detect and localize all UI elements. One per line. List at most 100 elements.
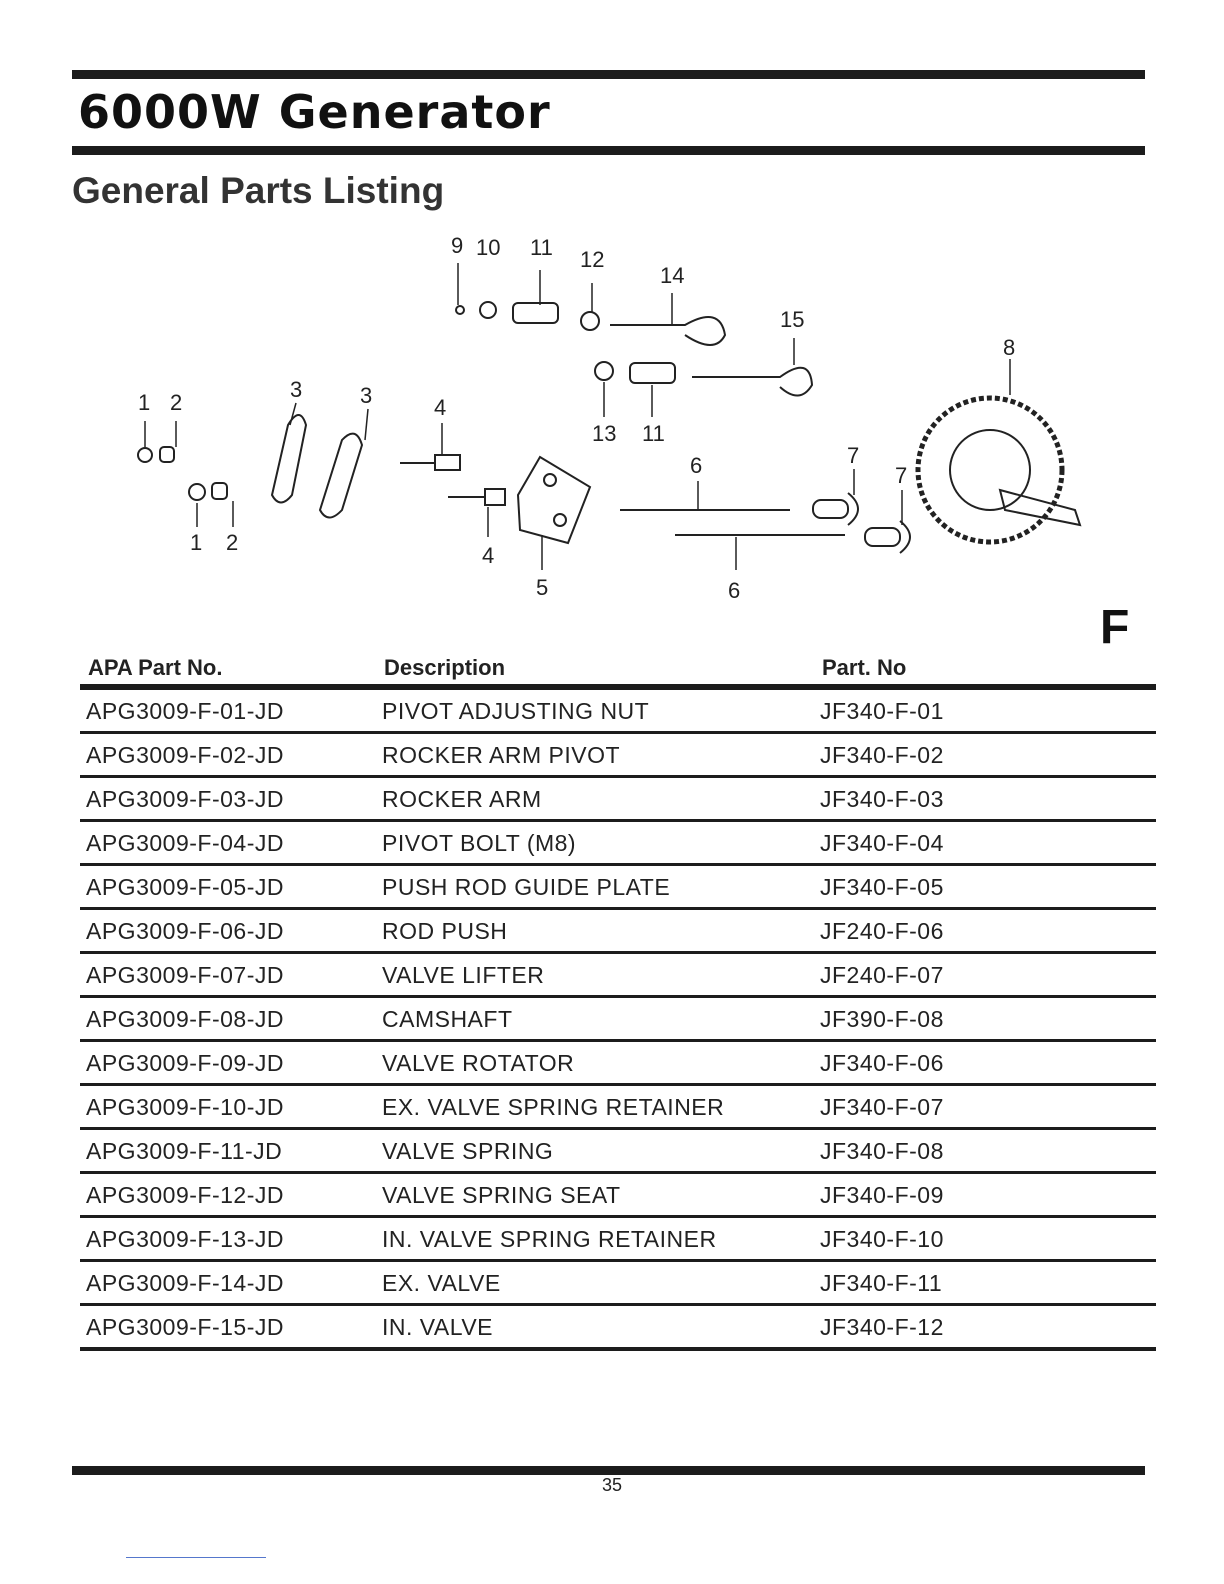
intake-spring-retainer-drawing xyxy=(594,361,614,381)
exhaust-spring-retainer-drawing xyxy=(479,301,497,319)
valve-lifter-lower-drawing xyxy=(864,520,911,554)
cell-apa-part-no: APG3009-F-05-JD xyxy=(80,864,376,910)
cell-apa-part-no: APG3009-F-14-JD xyxy=(80,1260,376,1306)
callout-12: 12 xyxy=(580,247,604,272)
cell-description: ROD PUSH xyxy=(376,908,814,954)
cell-description: EX. VALVE xyxy=(376,1260,814,1306)
exhaust-valve-drawing xyxy=(610,316,727,346)
valve-lifter-upper-drawing xyxy=(812,492,859,526)
cell-apa-part-no: APG3009-F-08-JD xyxy=(80,996,376,1042)
cell-part-no: JF340-F-01 xyxy=(814,687,1156,734)
cell-description: IN. VALVE SPRING RETAINER xyxy=(376,1216,814,1262)
callout-5: 5 xyxy=(536,575,548,600)
cell-apa-part-no: APG3009-F-04-JD xyxy=(80,820,376,866)
pivot-nut-upper-drawing xyxy=(137,446,175,463)
cell-part-no: JF240-F-06 xyxy=(814,908,1156,954)
cell-description: PIVOT BOLT (M8) xyxy=(376,820,814,866)
cell-part-no: JF390-F-08 xyxy=(814,996,1156,1042)
header-apa-part-no: APA Part No. xyxy=(80,650,376,690)
cell-description: VALVE ROTATOR xyxy=(376,1040,814,1086)
page-number: 35 xyxy=(601,1475,623,1495)
cell-part-no: JF340-F-05 xyxy=(814,864,1156,910)
callout-3a: 3 xyxy=(290,377,302,402)
callout-7b: 7 xyxy=(895,463,907,488)
valve-spring-upper-drawing xyxy=(512,302,559,324)
header-row: APA Part No. Description Part. No xyxy=(80,650,1156,690)
cell-apa-part-no: APG3009-F-10-JD xyxy=(80,1084,376,1130)
valve-spring-seat-drawing xyxy=(580,311,600,331)
guide-plate-drawing xyxy=(516,455,592,545)
cell-part-no: JF340-F-11 xyxy=(814,1260,1156,1306)
pivot-bolt-lower-drawing xyxy=(448,488,506,506)
cell-description: ROCKER ARM xyxy=(376,776,814,822)
cell-description: PIVOT ADJUSTING NUT xyxy=(376,687,814,734)
diagram-drawings xyxy=(137,301,1082,554)
cell-apa-part-no: APG3009-F-01-JD xyxy=(80,687,376,734)
cell-apa-part-no: APG3009-F-15-JD xyxy=(80,1304,376,1351)
cell-description: PUSH ROD GUIDE PLATE xyxy=(376,864,814,910)
valve-spring-lower-drawing xyxy=(629,362,676,384)
cell-part-no: JF340-F-06 xyxy=(814,1040,1156,1086)
pivot-nut-lower-drawing xyxy=(188,482,228,501)
rocker-arm-left-drawing xyxy=(270,414,308,504)
callout-6a: 6 xyxy=(690,453,702,478)
parts-table: APA Part No. Description Part. No APG300… xyxy=(80,650,1156,1351)
valve-rotator-drawing xyxy=(455,305,465,315)
callout-11a: 11 xyxy=(530,235,553,260)
cell-apa-part-no: APG3009-F-06-JD xyxy=(80,908,376,954)
section-subtitle: General Parts Listing xyxy=(72,170,445,211)
cell-part-no: JF340-F-02 xyxy=(814,732,1156,778)
cell-apa-part-no: APG3009-F-02-JD xyxy=(80,732,376,778)
title-rule xyxy=(72,146,1145,155)
callout-14: 14 xyxy=(660,263,684,288)
cell-description: VALVE SPRING SEAT xyxy=(376,1172,814,1218)
callout-8: 8 xyxy=(1003,335,1015,360)
cell-apa-part-no: APG3009-F-03-JD xyxy=(80,776,376,822)
page-title: 6000W Generator xyxy=(78,85,551,139)
cell-description: IN. VALVE xyxy=(376,1304,814,1351)
callout-3b: 3 xyxy=(360,383,372,408)
pivot-bolt-upper-drawing xyxy=(400,454,461,471)
callout-9: 9 xyxy=(451,233,463,258)
cell-part-no: JF240-F-07 xyxy=(814,952,1156,998)
cell-part-no: JF340-F-12 xyxy=(814,1304,1156,1351)
cell-part-no: JF340-F-10 xyxy=(814,1216,1156,1262)
cell-part-no: JF340-F-09 xyxy=(814,1172,1156,1218)
cell-apa-part-no: APG3009-F-13-JD xyxy=(80,1216,376,1262)
callout-10: 10 xyxy=(476,235,500,260)
callout-1b: 1 xyxy=(190,530,202,555)
cell-description: ROCKER ARM PIVOT xyxy=(376,732,814,778)
callout-1a: 1 xyxy=(138,390,150,415)
callout-6b: 6 xyxy=(728,578,740,603)
cell-apa-part-no: APG3009-F-09-JD xyxy=(80,1040,376,1086)
cell-description: VALVE SPRING xyxy=(376,1128,814,1174)
cell-part-no: JF340-F-07 xyxy=(814,1084,1156,1130)
callout-7a: 7 xyxy=(847,443,859,468)
footer-underline xyxy=(126,1557,266,1558)
cell-description: EX. VALVE SPRING RETAINER xyxy=(376,1084,814,1130)
callout-labels: 1 2 1 2 3 3 4 4 5 6 6 7 7 8 9 10 11 11 1… xyxy=(138,233,1015,603)
callout-4b: 4 xyxy=(482,543,494,568)
rocker-arm-right-drawing xyxy=(318,432,364,519)
cell-apa-part-no: APG3009-F-07-JD xyxy=(80,952,376,998)
callout-13: 13 xyxy=(592,421,616,446)
callout-2a: 2 xyxy=(170,390,182,415)
section-letter: F xyxy=(1100,601,1130,654)
top-rule xyxy=(72,70,1145,79)
cell-description: CAMSHAFT xyxy=(376,996,814,1042)
bottom-rule xyxy=(72,1466,1145,1475)
